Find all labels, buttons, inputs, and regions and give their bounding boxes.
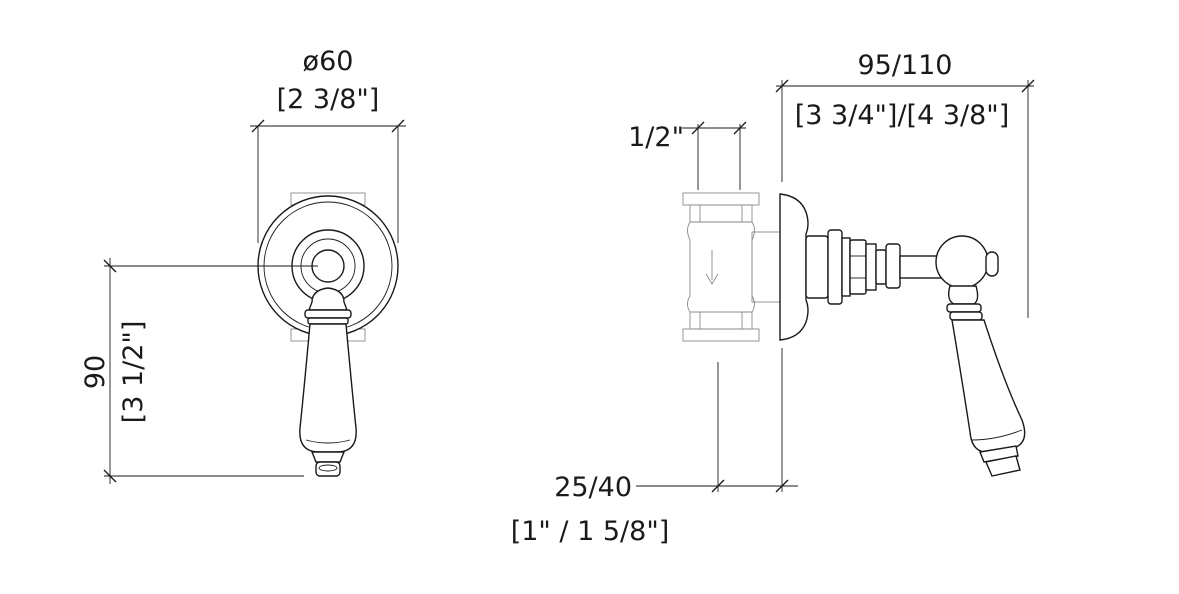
side-view: 1/2" 95/110 [3 3/4"]/[4 3/8"] 25/40 [1" … [511,50,1035,547]
side-body-bottom-flange [682,328,760,342]
side-lever-ring-1 [946,303,982,313]
side-spindle-ring-2 [865,243,877,291]
side-spindle-collar [827,229,843,305]
front-lever-ring-1 [304,309,352,319]
front-height-tick-bottom [103,469,117,483]
front-height-label: 90 [80,355,111,389]
front-height-tick-top [103,259,117,273]
front-diameter-label: ø60 [303,46,354,77]
side-lever-neck [947,285,979,305]
side-rosette-profile [779,193,809,341]
side-lever-end-cap [985,455,1021,477]
side-thread-tick-right [733,121,747,135]
side-body-neck [751,231,783,303]
side-depth-tick-right [775,479,789,493]
side-lever-shade [971,429,1023,441]
side-spindle-cap [885,243,901,289]
side-thread-label: 1/2" [628,122,684,153]
front-lever-tip-collar [310,451,346,463]
side-body-top-flange [682,192,760,206]
front-height-imperial-label: [3 1/2"] [118,321,149,424]
side-projection-tick-right [1021,79,1035,93]
side-projection-imperial-label: [3 3/4"]/[4 3/8"] [795,100,1010,131]
side-depth-tick-left [711,479,725,493]
side-spindle-ring-3 [875,249,887,285]
side-body-left-wall [687,221,691,313]
front-lever-shade [305,439,351,444]
front-diameter-tick-left [251,119,265,133]
front-diameter-imperial-label: [2 3/8"] [277,84,380,115]
front-lever-handle [299,323,357,453]
side-thread-tick-left [691,121,705,135]
side-lever-ball [935,235,989,289]
side-depth-imperial-label: [1" / 1 5/8"] [511,516,670,547]
front-lever-ring-2 [307,317,349,325]
side-body-top-nut [689,204,753,223]
side-spindle-nut [849,239,867,295]
side-lever-ball-cap [985,251,999,277]
side-body-bottom-nut [689,311,753,330]
front-lever-end-detail [318,464,338,472]
front-lever-collar [307,287,349,311]
front-view: ø60 [2 3/8"] 90 [3 1/2"] [80,46,406,484]
side-projection-label: 95/110 [858,50,953,81]
side-spindle-base [805,235,829,299]
side-projection-tick-left [775,79,789,93]
side-flow-arrow-head [705,273,719,285]
side-lever-handle [951,319,1026,453]
side-depth-label: 25/40 [554,472,632,503]
side-spindle-ring-1 [841,237,851,297]
side-lever-ring-2 [949,311,983,321]
front-diameter-tick-right [391,119,405,133]
side-lever-tip-collar [979,445,1019,463]
